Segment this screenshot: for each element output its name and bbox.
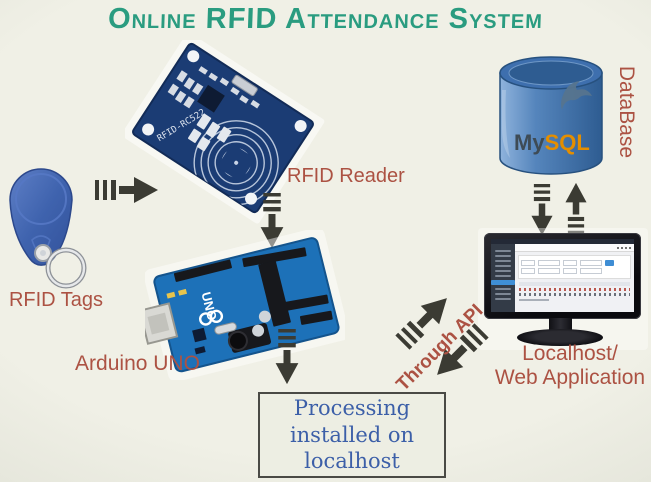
rfid-tags-label: RFID Tags bbox=[8, 289, 104, 311]
arduino-label: Arduino UNO bbox=[75, 352, 200, 375]
svg-text:MySQL: MySQL bbox=[514, 130, 590, 155]
processing-line-1: Processing bbox=[293, 396, 411, 421]
processing-line-3: localhost bbox=[304, 449, 400, 474]
processing-box: Processing installed on localhost bbox=[258, 392, 446, 478]
screen-titlebar bbox=[491, 239, 634, 244]
webapp-label: Localhost/ Web Application bbox=[488, 342, 651, 391]
database-label: DataBase bbox=[615, 65, 638, 159]
rfid-tag-icon bbox=[9, 168, 87, 289]
mysql-database-icon: MySQL bbox=[499, 56, 603, 175]
screen-content bbox=[515, 244, 634, 312]
arduino-icon: UNO bbox=[145, 230, 345, 380]
rfid-reader-label: RFID Reader bbox=[287, 165, 405, 187]
mysql-logo-my: My bbox=[514, 130, 545, 155]
mysql-logo-sql: SQL bbox=[545, 130, 590, 155]
webapp-label-line1: Localhost/ bbox=[522, 342, 618, 365]
arrow-webapp-to-db-icon bbox=[562, 182, 590, 234]
rfid-reader-icon: RFID-RC522 bbox=[125, 40, 325, 224]
page-title: Online RFID Attendance System bbox=[107, 3, 544, 35]
processing-line-2: installed on bbox=[289, 422, 415, 447]
monitor-screen bbox=[491, 239, 634, 312]
screen-sidebar bbox=[491, 244, 515, 312]
arrow-arduino-to-processing-icon bbox=[272, 329, 302, 385]
webapp-label-line2: Web Application bbox=[494, 366, 646, 390]
monitor-stand-base bbox=[517, 329, 603, 346]
